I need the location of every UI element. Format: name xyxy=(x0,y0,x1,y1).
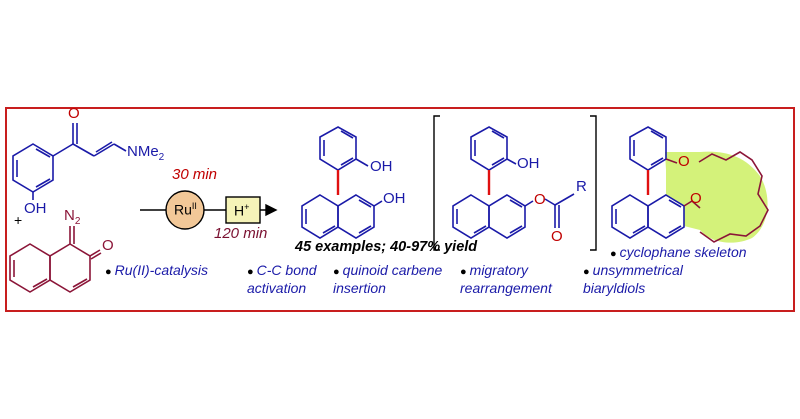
diazo-naphthoquinone-structure xyxy=(9,226,102,293)
carbonyl-o-label: O xyxy=(551,228,563,245)
reactant-oh-label: OH xyxy=(24,200,47,217)
intermediate-brackets xyxy=(433,115,597,251)
product-oh-bottom-label: OH xyxy=(383,190,406,207)
yield-summary: 45 examples; 40-97% yield xyxy=(295,239,478,255)
carbonyl-oxygen-label: O xyxy=(68,105,80,122)
macrocycle-chain xyxy=(665,151,769,243)
r-group-label: R xyxy=(576,178,587,195)
ru-catalyst-label: RuII xyxy=(174,201,197,218)
macrocycle-fill xyxy=(665,151,768,243)
bullet-ru-catalysis: ●Ru(II)-catalysis xyxy=(105,262,209,278)
enaminone-structure xyxy=(12,123,127,200)
ru-catalyst-circle xyxy=(165,190,205,230)
time-acid-label: 120 min xyxy=(214,225,268,242)
ester-oxygen-label: O xyxy=(534,191,546,208)
cyclophane-oxygen-top: O xyxy=(678,153,690,170)
diazo-ketone-oxygen-label: O xyxy=(102,237,114,254)
intermediate-oh-label: OH xyxy=(517,155,540,172)
product-oh-top-label: OH xyxy=(370,158,393,175)
n2-label: N2 xyxy=(64,207,81,227)
acid-box xyxy=(225,196,261,224)
nme2-label: NMe2 xyxy=(127,143,165,163)
scheme-frame xyxy=(5,107,795,312)
plus-sign: + xyxy=(14,212,23,228)
biaryl-product-structure xyxy=(301,126,383,239)
cyclophane-oxygen-bottom: O xyxy=(690,190,702,207)
acid-label: H+ xyxy=(234,202,250,219)
ester-intermediate-structure xyxy=(452,126,575,239)
time-ru-label: 30 min xyxy=(172,166,218,183)
bullet-cyclophane-skeleton: ●cyclophane skeleton xyxy=(610,244,747,260)
